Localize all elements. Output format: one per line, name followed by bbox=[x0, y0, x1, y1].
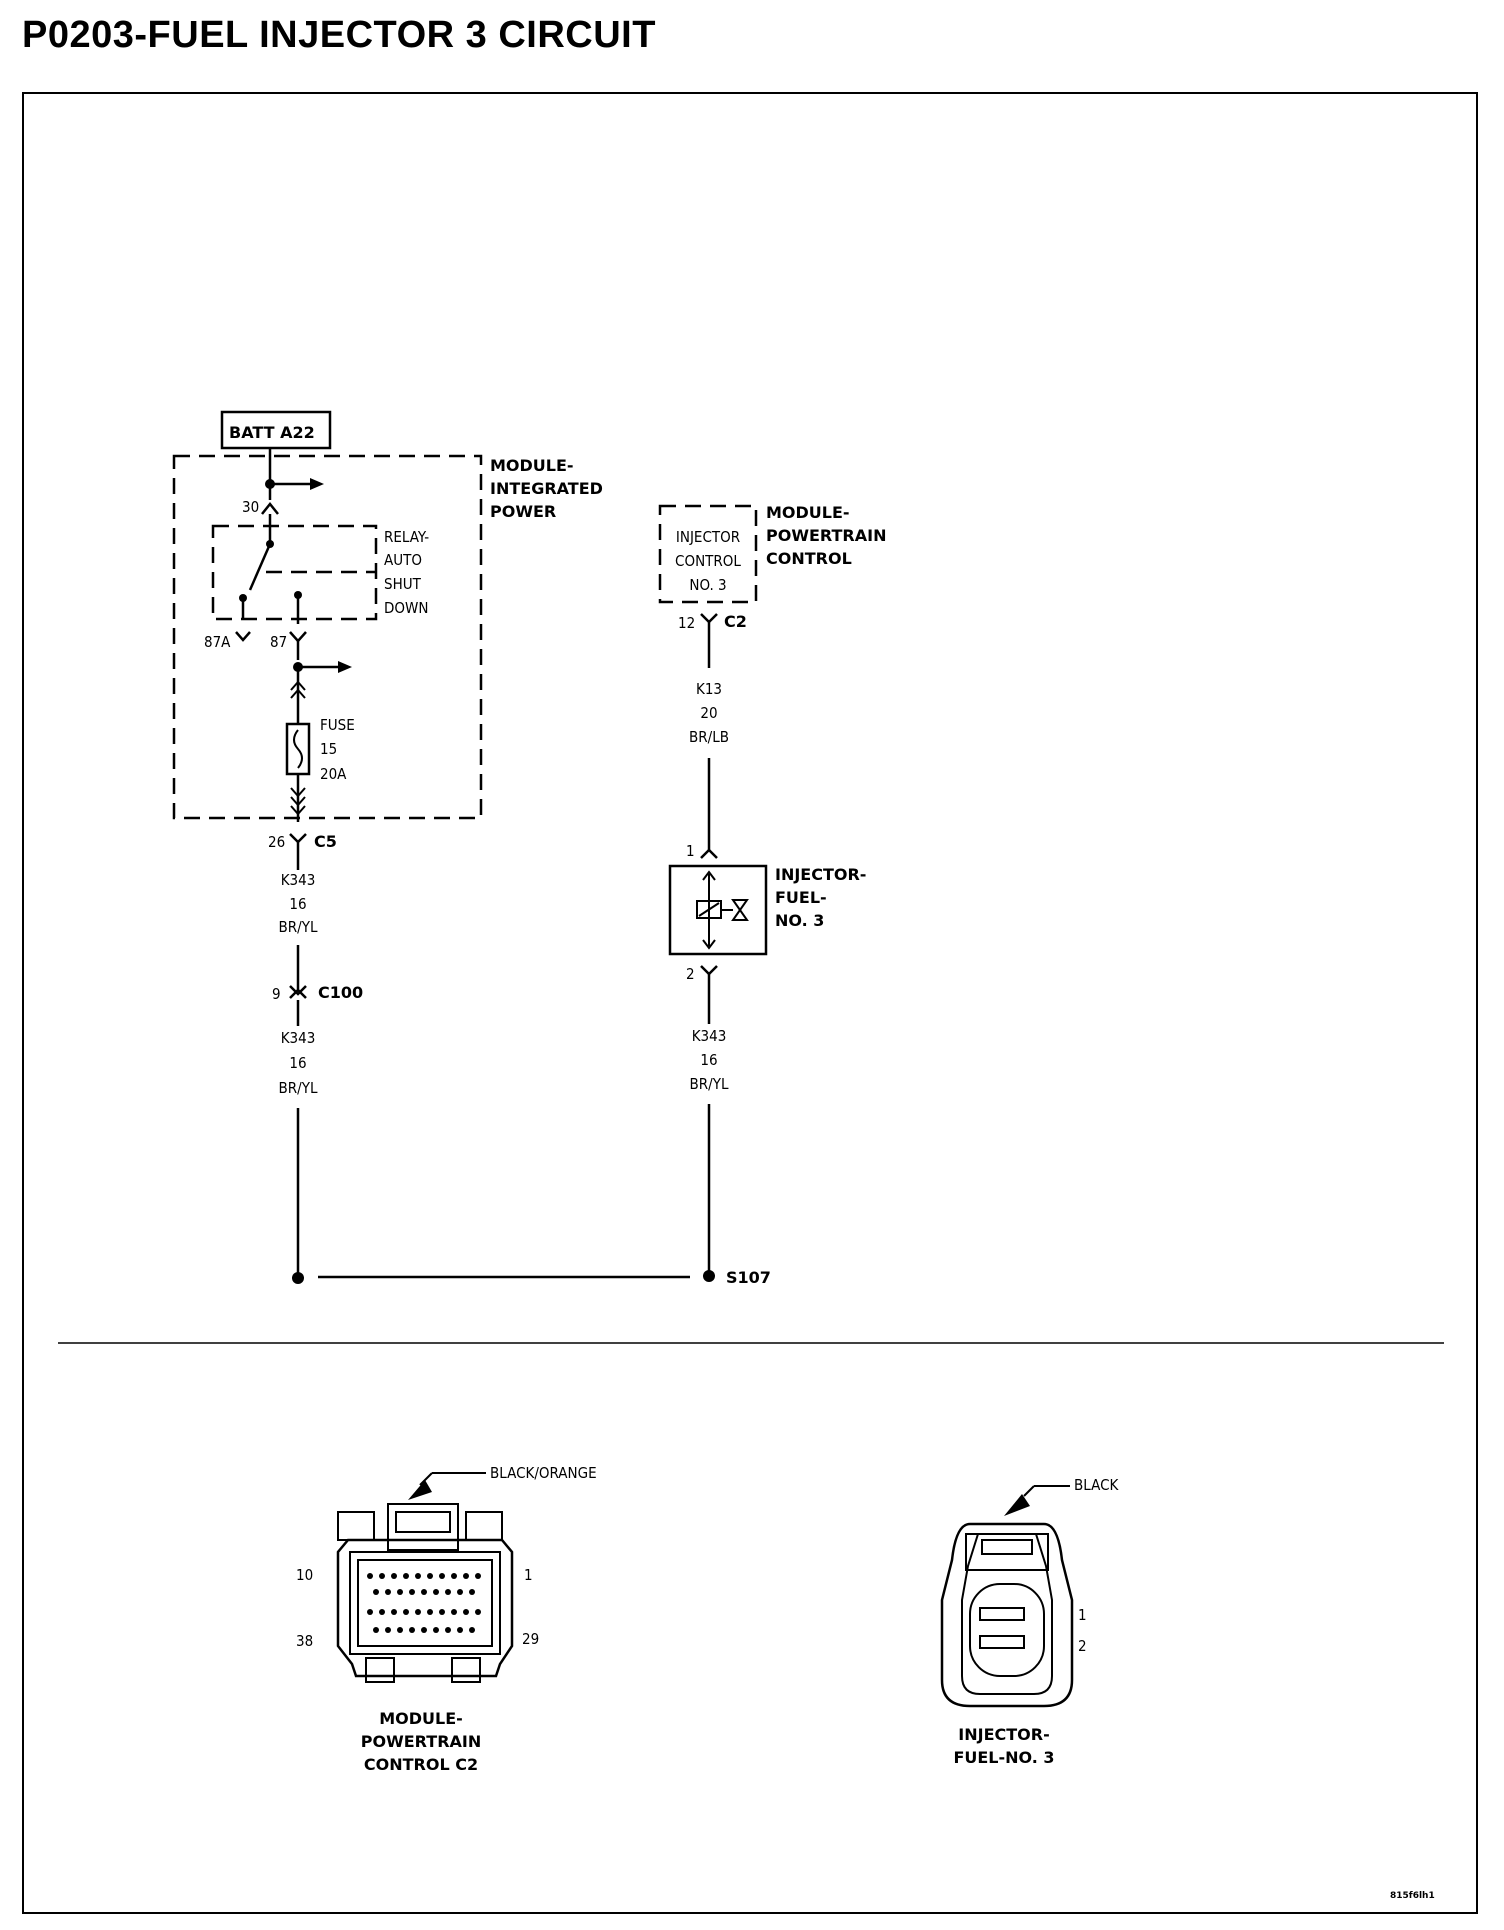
wire3-gauge: 20 bbox=[700, 704, 717, 722]
injector-label-3: NO. 3 bbox=[775, 911, 824, 930]
relay-label-1: RELAY- bbox=[384, 528, 429, 546]
injector-control-1: INJECTOR bbox=[676, 528, 740, 546]
inj-pin-1: 1 bbox=[686, 842, 695, 860]
wire1-color: BR/YL bbox=[279, 918, 318, 936]
injector-control-3: NO. 3 bbox=[689, 576, 726, 594]
pcm-connector-name-2: POWERTRAIN bbox=[361, 1732, 481, 1751]
injector-label-1: INJECTOR- bbox=[775, 865, 866, 884]
relay-label-4: DOWN bbox=[384, 599, 428, 617]
pcm-connector-name-3: CONTROL C2 bbox=[364, 1755, 478, 1774]
pcm-label-1: MODULE- bbox=[766, 503, 850, 522]
pcm-connector-color: BLACK/ORANGE bbox=[490, 1464, 597, 1482]
diagram-frame bbox=[22, 92, 1478, 1914]
pin-87a: 87A bbox=[204, 633, 231, 651]
pin-87: 87 bbox=[270, 633, 287, 651]
wire3-id: K13 bbox=[696, 680, 722, 698]
valve-icon bbox=[731, 899, 749, 921]
injector-label-2: FUEL- bbox=[775, 888, 827, 907]
pcm-c2-connector: BLACK/ORANGE 10 1 38 29 MODULE- POWERTRA… bbox=[296, 1464, 597, 1774]
batt-box bbox=[220, 410, 332, 450]
connector-c2: C2 bbox=[724, 612, 747, 631]
pcm-label-2: POWERTRAIN bbox=[766, 526, 886, 545]
injector-connector: BLACK 1 2 INJECTOR- FUEL-NO. 3 bbox=[940, 1476, 1120, 1767]
ipm-label-1: MODULE- bbox=[490, 456, 574, 475]
wire3-color: BR/LB bbox=[689, 728, 729, 746]
inj-pin-2: 2 bbox=[686, 965, 695, 983]
relay-label-2: AUTO bbox=[384, 551, 422, 569]
fuse-label-1: FUSE bbox=[320, 716, 355, 734]
pin-12: 12 bbox=[678, 614, 695, 632]
batt-label: BATT A22 bbox=[229, 423, 315, 442]
wire1-gauge: 16 bbox=[289, 895, 306, 913]
splice-dot bbox=[292, 1272, 304, 1284]
ipm-label-3: POWER bbox=[490, 502, 556, 521]
page-title: P0203-FUEL INJECTOR 3 CIRCUIT bbox=[22, 14, 656, 56]
arrow-icon bbox=[310, 478, 324, 490]
wire4-id: K343 bbox=[692, 1027, 727, 1045]
pin-9: 9 bbox=[272, 985, 281, 1003]
ipm-module-box bbox=[172, 454, 483, 820]
wire4-gauge: 16 bbox=[700, 1051, 717, 1069]
fuse-label-3: 20A bbox=[320, 765, 347, 783]
pcm-module-box bbox=[658, 504, 758, 604]
fuse-label-2: 15 bbox=[320, 740, 337, 758]
inj-pin-label-2: 2 bbox=[1078, 1637, 1087, 1655]
pcm-connector-name-1: MODULE- bbox=[379, 1709, 463, 1728]
pointer-arrow-icon bbox=[1004, 1494, 1030, 1516]
pin-26: 26 bbox=[268, 833, 285, 851]
relay-label-3: SHUT bbox=[384, 575, 422, 593]
connector-c5: C5 bbox=[314, 832, 337, 851]
pcm-pin-38: 38 bbox=[296, 1632, 313, 1650]
inj-connector-color: BLACK bbox=[1074, 1476, 1120, 1494]
ipm-label-2: INTEGRATED bbox=[490, 479, 603, 498]
pin-30: 30 bbox=[242, 498, 259, 516]
injector-fuel-no3 bbox=[668, 864, 768, 956]
wire2-id: K343 bbox=[281, 1029, 316, 1047]
splice-s107 bbox=[703, 1270, 715, 1282]
wire2-color: BR/YL bbox=[279, 1079, 318, 1097]
wire2-gauge: 16 bbox=[289, 1054, 306, 1072]
wire1-id: K343 bbox=[281, 871, 316, 889]
figure-id: 815f6lh1 bbox=[1390, 1891, 1435, 1901]
pcm-pin-1: 1 bbox=[524, 1566, 533, 1584]
relay-switch bbox=[248, 543, 272, 591]
arrow-icon bbox=[338, 661, 352, 673]
connector-c100: C100 bbox=[318, 983, 363, 1002]
pointer-arrow-icon bbox=[408, 1480, 432, 1500]
pcm-label-3: CONTROL bbox=[766, 549, 852, 568]
splice-s107-label: S107 bbox=[726, 1268, 771, 1287]
inj-connector-name-2: FUEL-NO. 3 bbox=[953, 1748, 1054, 1767]
inj-connector-name-1: INJECTOR- bbox=[958, 1725, 1049, 1744]
injector-control-2: CONTROL bbox=[675, 552, 741, 570]
pcm-pin-10: 10 bbox=[296, 1566, 313, 1584]
wire4-color: BR/YL bbox=[690, 1075, 729, 1093]
inj-pin-label-1: 1 bbox=[1078, 1606, 1087, 1624]
pcm-pin-29: 29 bbox=[522, 1630, 539, 1648]
